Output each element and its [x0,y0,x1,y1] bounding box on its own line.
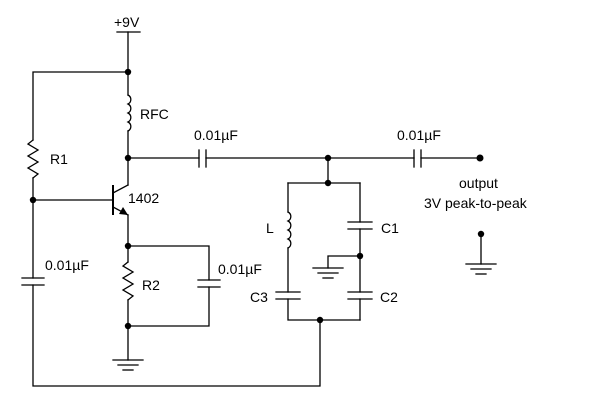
transistor-npn [32,184,129,247]
r1-label: R1 [50,151,68,167]
tank-inductor [286,182,292,293]
transistor-label: 1402 [128,190,159,206]
c1-label: C1 [381,220,399,236]
coupling-capacitor-2 [413,149,479,168]
tank-top-bus [287,157,361,184]
emitter-capacitor-label: 0.01µF [218,261,262,277]
node-tank-bottom [316,316,324,324]
r2-label: R2 [142,277,160,293]
base-capacitor [21,199,321,387]
r2-resistor [121,245,135,327]
output-label: output [459,175,498,191]
c2-capacitor [347,291,373,321]
output-terminal [476,154,484,162]
r1-resistor [26,139,40,201]
supply-label: +9V [114,14,140,30]
output-ground-terminal [477,230,485,238]
supply-terminal [116,31,141,73]
base-capacitor-label: 0.01µF [45,257,89,273]
emitter-ground [112,325,144,371]
coupling-capacitor-1 [127,149,415,168]
node-tank-bus [324,179,332,187]
top-rail-wire [32,71,129,141]
output-ground [465,233,497,275]
c2-label: C2 [380,289,398,305]
divider-ground [312,255,361,279]
coupling-capacitor-1-label: 0.01µF [194,127,238,143]
output-amplitude-label: 3V peak-to-peak [424,195,528,211]
emitter-capacitor [127,245,221,327]
c1-capacitor [347,182,373,293]
coupling-capacitor-2-label: 0.01µF [397,127,441,143]
rfc-label: RFC [140,106,169,122]
c3-capacitor [275,291,361,321]
c3-label: C3 [250,289,268,305]
rfc-inductor [126,71,132,159]
inductor-label: L [266,220,274,236]
